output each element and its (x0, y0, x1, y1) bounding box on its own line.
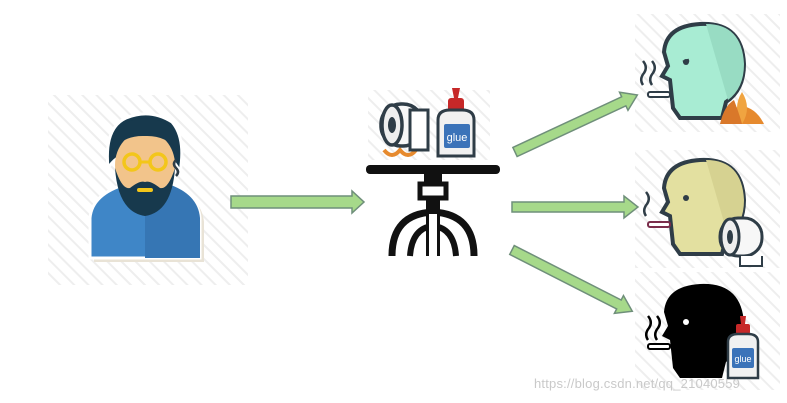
small-toilet-paper-icon (718, 216, 764, 267)
black-head-icon (645, 283, 744, 378)
arrow-table-to-olive-head (511, 194, 640, 220)
watermark-text: https://blog.csdn.net/qq_21040559 (534, 376, 741, 391)
teal-head-icon (640, 21, 747, 120)
arrow-table-to-teal-head (511, 91, 639, 158)
arrow-table-to-black-head (508, 244, 634, 315)
glue-label-table: glue (447, 132, 468, 144)
glue-bottle-icon: glue (436, 88, 476, 158)
small-glue-bottle-icon: glue (726, 316, 760, 380)
leaf-icon (720, 92, 764, 124)
stool-table-icon (366, 165, 500, 257)
toilet-paper-roll-icon (379, 102, 430, 157)
bearded-person-icon (88, 112, 204, 262)
glue-label-small: glue (734, 354, 751, 364)
arrow-person-to-table (230, 189, 366, 215)
